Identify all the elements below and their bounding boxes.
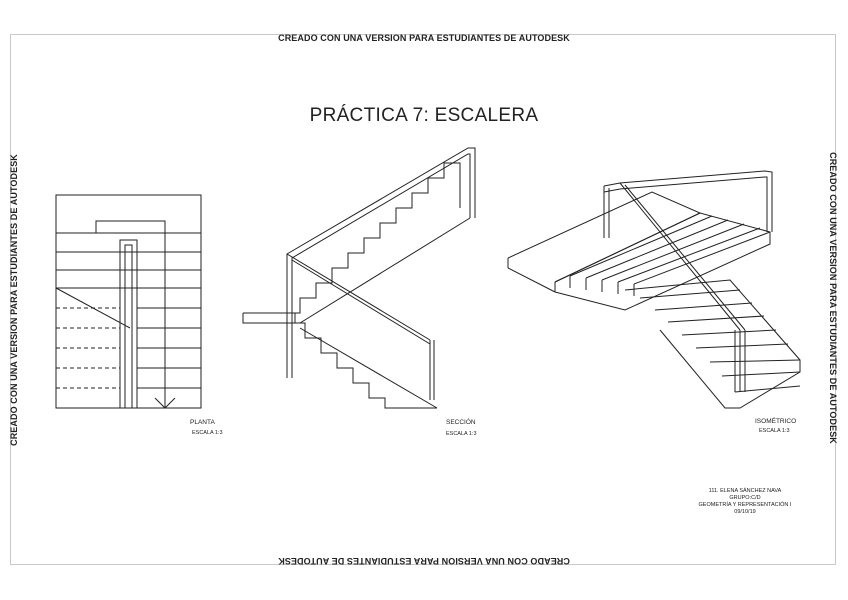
course: GEOMETRÍA Y REPRESENTACIÓN I bbox=[698, 502, 792, 508]
section-view bbox=[242, 147, 476, 409]
watermark-top: CREADO CON UNA VERSION PARA ESTUDIANTES … bbox=[278, 33, 570, 43]
plan-view bbox=[55, 194, 202, 409]
isometric-view bbox=[507, 170, 801, 409]
plan-scale: ESCALA 1:3 bbox=[192, 430, 223, 436]
section-label: SECCIÓN bbox=[446, 419, 476, 426]
group: GRUPO:C/D bbox=[729, 495, 761, 501]
drawing-sheet-frame bbox=[10, 34, 836, 565]
section-scale: ESCALA 1:3 bbox=[446, 431, 477, 437]
date: 09/10/19 bbox=[734, 509, 756, 515]
student-name: 111. ELENA SÁNCHEZ NAVA bbox=[708, 488, 782, 494]
plan-outline bbox=[55, 194, 202, 409]
plan-label: PLANTA bbox=[190, 419, 215, 426]
title-block: 111. ELENA SÁNCHEZ NAVA GRUPO:C/D GEOMET… bbox=[680, 488, 810, 516]
isometric-scale: ESCALA 1:3 bbox=[759, 428, 790, 434]
sheet-title: PRÁCTICA 7: ESCALERA bbox=[309, 105, 539, 126]
isometric-label: ISOMÉTRICO bbox=[755, 418, 797, 425]
